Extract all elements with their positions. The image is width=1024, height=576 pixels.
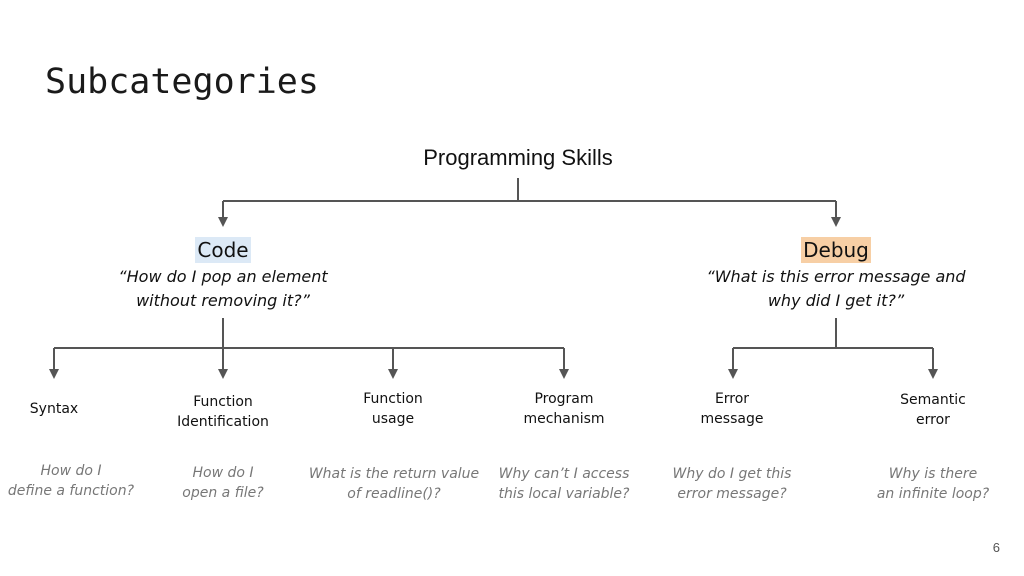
slide-title: Subcategories bbox=[45, 62, 319, 102]
semantic-error-question-line-2: an infinite loop? bbox=[876, 486, 990, 502]
function-usage-question-line-1: What is the return value bbox=[308, 466, 480, 482]
category-debug-label: Debug bbox=[801, 237, 871, 263]
leaf-semantic-error-label-2: error bbox=[916, 412, 950, 428]
leaf-function-usage-label-1: Function bbox=[363, 391, 423, 407]
leaf-function-identification-label-2: Identification bbox=[177, 414, 269, 430]
leaf-syntax-question: How do I define a function? bbox=[0, 461, 166, 501]
leaf-function-identification-label-1: Function bbox=[193, 394, 253, 410]
leaf-semantic-error-question: Why is there an infinite loop? bbox=[834, 464, 1024, 504]
function-usage-question-line-2: of readline()? bbox=[347, 486, 441, 502]
function-identification-question-line-1: How do I bbox=[192, 465, 254, 481]
program-mechanism-question-line-2: this local variable? bbox=[498, 486, 630, 502]
syntax-question-line-2: define a function? bbox=[7, 483, 135, 499]
leaf-program-mechanism-label-1: Program bbox=[534, 391, 594, 407]
leaf-error-message: Error message bbox=[657, 389, 807, 429]
leaf-semantic-error-label-1: Semantic bbox=[900, 392, 966, 408]
leaf-function-identification: Function Identification bbox=[148, 392, 298, 432]
leaf-function-identification-question: How do I open a file? bbox=[128, 463, 318, 503]
leaf-semantic-error: Semantic error bbox=[858, 390, 1008, 430]
category-code: Code “How do I pop an element without re… bbox=[93, 237, 353, 313]
program-mechanism-question-line-1: Why can’t I access bbox=[498, 466, 630, 482]
leaf-program-mechanism-question: Why can’t I access this local variable? bbox=[469, 464, 659, 504]
code-question-line-2: without removing it?” bbox=[136, 291, 310, 310]
leaf-error-message-question: Why do I get this error message? bbox=[637, 464, 827, 504]
debug-question-line-1: “What is this error message and bbox=[706, 267, 966, 286]
syntax-question-line-1: How do I bbox=[40, 463, 102, 479]
function-identification-question-line-2: open a file? bbox=[182, 485, 264, 501]
leaf-function-usage-label-2: usage bbox=[371, 411, 415, 427]
leaf-error-message-label-2: message bbox=[700, 411, 764, 427]
leaf-syntax-label: Syntax bbox=[29, 401, 79, 417]
code-question-line-1: “How do I pop an element bbox=[118, 267, 328, 286]
leaf-program-mechanism-label-2: mechanism bbox=[523, 411, 605, 427]
leaf-program-mechanism: Program mechanism bbox=[489, 389, 639, 429]
category-code-question: “How do I pop an element without removin… bbox=[93, 265, 353, 313]
error-message-question-line-1: Why do I get this bbox=[672, 466, 792, 482]
leaf-function-usage-question: What is the return value of readline()? bbox=[289, 464, 499, 504]
semantic-error-question-line-1: Why is there bbox=[888, 466, 978, 482]
category-debug-question: “What is this error message and why did … bbox=[696, 265, 976, 313]
leaf-syntax: Syntax bbox=[0, 399, 129, 419]
debug-question-line-2: why did I get it?” bbox=[767, 291, 905, 310]
error-message-question-line-2: error message? bbox=[677, 486, 787, 502]
page-number: 6 bbox=[992, 540, 1000, 555]
root-node-programming-skills: Programming Skills bbox=[423, 145, 613, 170]
category-debug: Debug “What is this error message and wh… bbox=[696, 237, 976, 313]
leaf-error-message-label-1: Error bbox=[714, 391, 750, 407]
category-code-label: Code bbox=[195, 237, 251, 263]
leaf-function-usage: Function usage bbox=[318, 389, 468, 429]
